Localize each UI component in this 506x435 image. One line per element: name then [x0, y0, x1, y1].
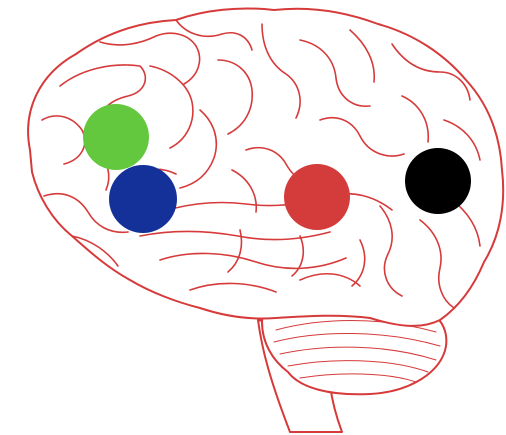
cerebrum-outline: [27, 7, 505, 327]
marker-red: [284, 164, 350, 230]
markers: [83, 104, 471, 233]
marker-black: [405, 148, 471, 214]
marker-green: [83, 104, 149, 170]
marker-blue: [109, 165, 177, 233]
